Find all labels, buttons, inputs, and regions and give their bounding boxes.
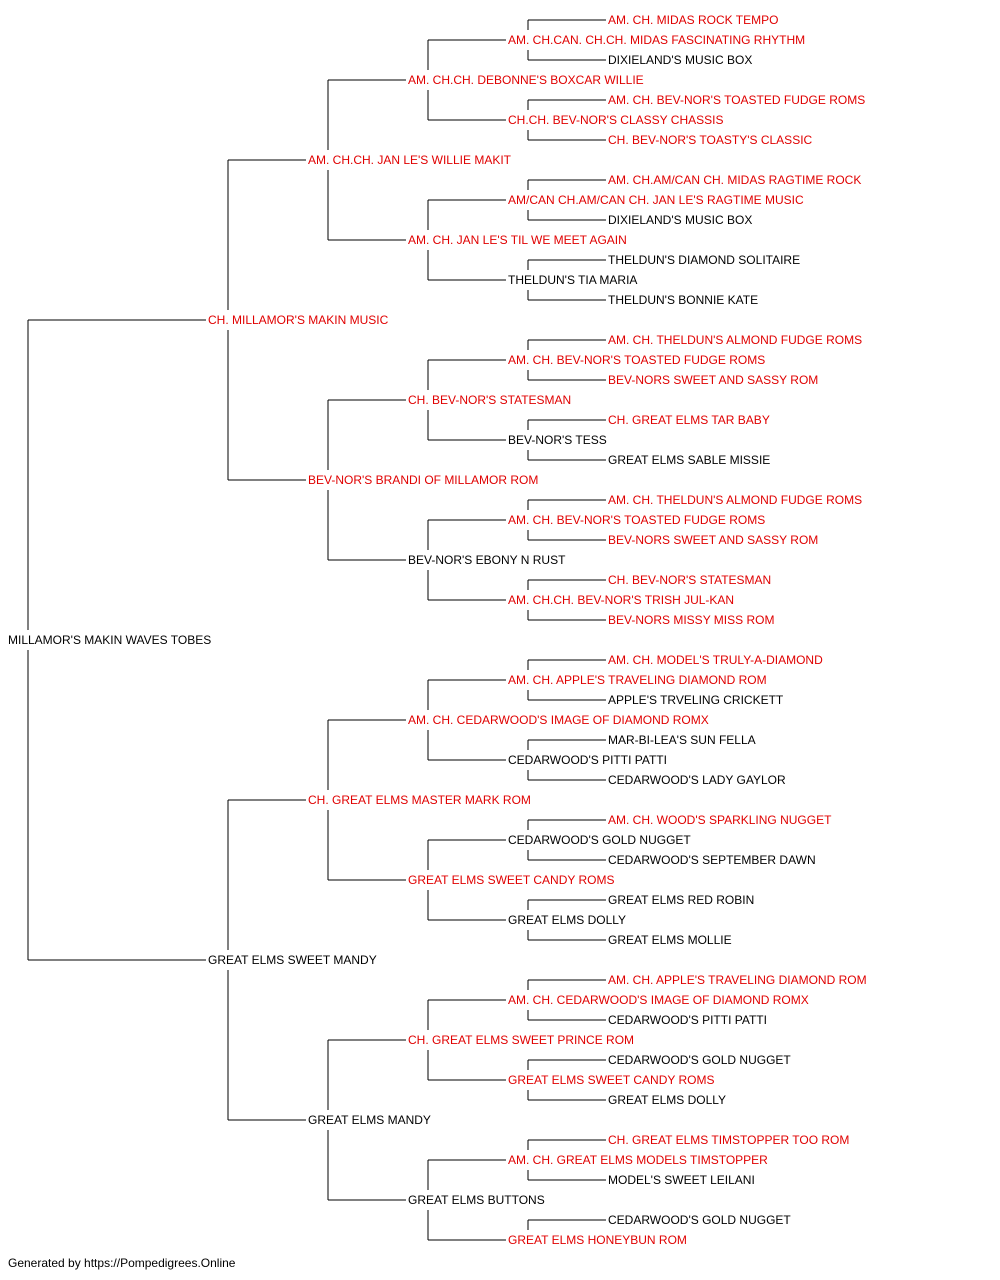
dog-name-gen4[interactable]: AM. CH.CAN. CH.CH. MIDAS FASCINATING RHY… <box>508 33 805 47</box>
pedigree-tree: MILLAMOR'S MAKIN WAVES TOBES CH. MILLAMOR… <box>8 13 867 1247</box>
dog-name-gen1[interactable]: GREAT ELMS SWEET MANDY <box>208 953 377 967</box>
dog-name-gen5[interactable]: MAR-BI-LEA'S SUN FELLA <box>608 733 756 747</box>
dog-name-gen2[interactable]: BEV-NOR'S BRANDI OF MILLAMOR ROM <box>308 473 538 487</box>
dog-name-gen5[interactable]: AM. CH. THELDUN'S ALMOND FUDGE ROMS <box>608 333 862 347</box>
dog-name-gen3[interactable]: BEV-NOR'S EBONY N RUST <box>408 553 566 567</box>
dog-name-gen5[interactable]: AM. CH. THELDUN'S ALMOND FUDGE ROMS <box>608 493 862 507</box>
dog-name-gen5[interactable]: AM. CH. APPLE'S TRAVELING DIAMOND ROM <box>608 973 867 987</box>
dog-name-gen4[interactable]: CEDARWOOD'S GOLD NUGGET <box>508 833 691 847</box>
dog-name-gen5[interactable]: CEDARWOOD'S PITTI PATTI <box>608 1013 767 1027</box>
dog-name-gen5[interactable]: MODEL'S SWEET LEILANI <box>608 1173 755 1187</box>
dog-name-gen4[interactable]: AM. CH. GREAT ELMS MODELS TIMSTOPPER <box>508 1153 768 1167</box>
dog-name-gen5[interactable]: THELDUN'S BONNIE KATE <box>608 293 758 307</box>
dog-name-gen5[interactable]: GREAT ELMS RED ROBIN <box>608 893 754 907</box>
dog-name-gen5[interactable]: BEV-NORS MISSY MISS ROM <box>608 613 774 627</box>
dog-name-gen5[interactable]: CEDARWOOD'S LADY GAYLOR <box>608 773 786 787</box>
dog-name-gen5[interactable]: CEDARWOOD'S SEPTEMBER DAWN <box>608 853 816 867</box>
dog-name-gen3[interactable]: CH. GREAT ELMS SWEET PRINCE ROM <box>408 1033 634 1047</box>
dog-name-gen4[interactable]: GREAT ELMS SWEET CANDY ROMS <box>508 1073 714 1087</box>
dog-name-gen4[interactable]: CH.CH. BEV-NOR'S CLASSY CHASSIS <box>508 113 723 127</box>
dog-name-gen5[interactable]: AM. CH. WOOD'S SPARKLING NUGGET <box>608 813 832 827</box>
dog-name-gen4[interactable]: CEDARWOOD'S PITTI PATTI <box>508 753 667 767</box>
dog-name-gen4[interactable]: GREAT ELMS DOLLY <box>508 913 626 927</box>
dog-name-gen5[interactable]: AM. CH.AM/CAN CH. MIDAS RAGTIME ROCK <box>608 173 861 187</box>
dog-name-gen5[interactable]: CH. BEV-NOR'S STATESMAN <box>608 573 771 587</box>
dog-name-gen5[interactable]: DIXIELAND'S MUSIC BOX <box>608 53 752 67</box>
dog-name-gen1[interactable]: CH. MILLAMOR'S MAKIN MUSIC <box>208 313 389 327</box>
dog-name-gen4[interactable]: AM. CH. CEDARWOOD'S IMAGE OF DIAMOND ROM… <box>508 993 809 1007</box>
dog-name-gen5[interactable]: BEV-NORS SWEET AND SASSY ROM <box>608 373 818 387</box>
dog-name-gen5[interactable]: DIXIELAND'S MUSIC BOX <box>608 213 752 227</box>
dog-name-gen5[interactable]: AM. CH. BEV-NOR'S TOASTED FUDGE ROMS <box>608 93 865 107</box>
dog-name-gen4[interactable]: THELDUN'S TIA MARIA <box>508 273 637 287</box>
dog-name-gen3[interactable]: AM. CH. JAN LE'S TIL WE MEET AGAIN <box>408 233 627 247</box>
dog-name-gen4[interactable]: AM. CH. BEV-NOR'S TOASTED FUDGE ROMS <box>508 353 765 367</box>
dog-name-gen5[interactable]: CEDARWOOD'S GOLD NUGGET <box>608 1213 791 1227</box>
dog-name-gen4[interactable]: AM. CH.CH. BEV-NOR'S TRISH JUL-KAN <box>508 593 734 607</box>
dog-name-gen5[interactable]: CH. BEV-NOR'S TOASTY'S CLASSIC <box>608 133 813 147</box>
dog-name-gen5[interactable]: CH. GREAT ELMS TAR BABY <box>608 413 770 427</box>
dog-name-gen3[interactable]: GREAT ELMS SWEET CANDY ROMS <box>408 873 614 887</box>
dog-name-gen5[interactable]: CH. GREAT ELMS TIMSTOPPER TOO ROM <box>608 1133 849 1147</box>
dog-name-gen5[interactable]: AM. CH. MODEL'S TRULY-A-DIAMOND <box>608 653 823 667</box>
dog-name-gen0[interactable]: MILLAMOR'S MAKIN WAVES TOBES <box>8 633 211 647</box>
dog-name-gen2[interactable]: CH. GREAT ELMS MASTER MARK ROM <box>308 793 531 807</box>
dog-name-gen4[interactable]: AM/CAN CH.AM/CAN CH. JAN LE'S RAGTIME MU… <box>508 193 804 207</box>
dog-name-gen5[interactable]: GREAT ELMS SABLE MISSIE <box>608 453 770 467</box>
dog-name-gen3[interactable]: CH. BEV-NOR'S STATESMAN <box>408 393 571 407</box>
dog-name-gen5[interactable]: THELDUN'S DIAMOND SOLITAIRE <box>608 253 800 267</box>
dog-name-gen4[interactable]: AM. CH. APPLE'S TRAVELING DIAMOND ROM <box>508 673 767 687</box>
dog-name-gen2[interactable]: GREAT ELMS MANDY <box>308 1113 431 1127</box>
dog-name-gen4[interactable]: GREAT ELMS HONEYBUN ROM <box>508 1233 687 1247</box>
dog-name-gen5[interactable]: BEV-NORS SWEET AND SASSY ROM <box>608 533 818 547</box>
dog-name-gen5[interactable]: AM. CH. MIDAS ROCK TEMPO <box>608 13 778 27</box>
dog-name-gen5[interactable]: APPLE'S TRVELING CRICKETT <box>608 693 784 707</box>
dog-name-gen3[interactable]: AM. CH.CH. DEBONNE'S BOXCAR WILLIE <box>408 73 644 87</box>
dog-name-gen3[interactable]: GREAT ELMS BUTTONS <box>408 1193 545 1207</box>
dog-name-gen4[interactable]: BEV-NOR'S TESS <box>508 433 607 447</box>
dog-name-gen3[interactable]: AM. CH. CEDARWOOD'S IMAGE OF DIAMOND ROM… <box>408 713 709 727</box>
footer-credit: Generated by https://Pompedigrees.Online <box>8 1256 236 1270</box>
dog-name-gen2[interactable]: AM. CH.CH. JAN LE'S WILLIE MAKIT <box>308 153 512 167</box>
dog-name-gen5[interactable]: GREAT ELMS DOLLY <box>608 1093 726 1107</box>
dog-name-gen5[interactable]: CEDARWOOD'S GOLD NUGGET <box>608 1053 791 1067</box>
dog-name-gen5[interactable]: GREAT ELMS MOLLIE <box>608 933 732 947</box>
dog-name-gen4[interactable]: AM. CH. BEV-NOR'S TOASTED FUDGE ROMS <box>508 513 765 527</box>
